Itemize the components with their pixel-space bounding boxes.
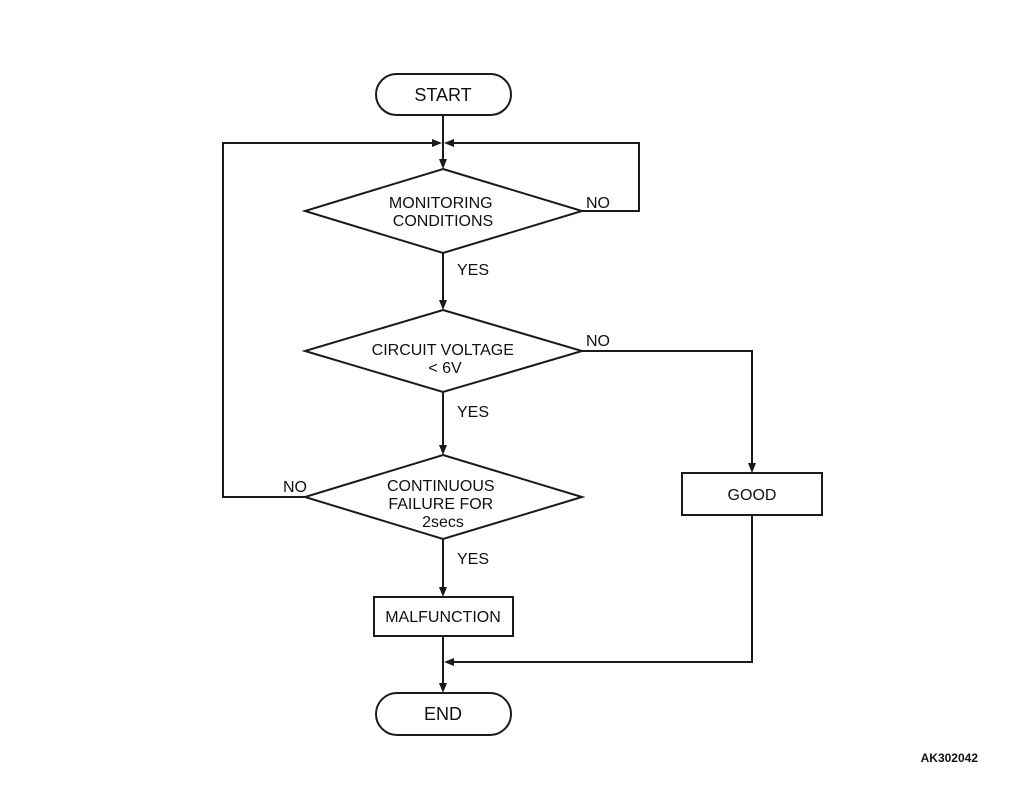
continuous-label-line-1: CONTINUOUS	[387, 478, 495, 495]
voltage-label-line-1: CIRCUIT VOLTAGE	[372, 342, 514, 359]
monitoring-in-arrowhead	[439, 159, 447, 169]
figure-code: AK302042	[921, 751, 979, 765]
end-label: END	[424, 704, 462, 724]
monitoring-label-line-2: CONDITIONS	[393, 213, 493, 230]
monitoring-no-label: NO	[586, 195, 610, 212]
continuous-no-arrowhead	[432, 139, 442, 147]
continuous-no-loop-line	[222, 142, 434, 498]
continuous-label-line-2: FAILURE FOR	[388, 496, 493, 513]
continuous-yes-label: YES	[457, 551, 489, 568]
continuous-no-label: NO	[283, 479, 307, 496]
malfunction-box	[373, 596, 514, 637]
continuous-label-line-3: 2secs	[422, 514, 464, 531]
end-terminal	[375, 692, 512, 736]
voltage-in-arrowhead	[439, 300, 447, 310]
end-in-arrowhead	[439, 683, 447, 693]
malfunction-label: MALFUNCTION	[385, 609, 501, 626]
voltage-yes-label: YES	[457, 404, 489, 421]
good-in-arrowhead	[748, 463, 756, 473]
voltage-label-line-2: < 6V	[428, 360, 462, 377]
continuous-label: CONTINUOUS FAILURE FOR 2secs	[387, 478, 499, 531]
monitoring-label-line-1: MONITORING	[389, 195, 493, 212]
good-label: GOOD	[728, 487, 777, 504]
start-label: START	[414, 85, 471, 105]
voltage-label: CIRCUIT VOLTAGE < 6V	[372, 342, 519, 377]
monitoring-no-arrowhead	[444, 139, 454, 147]
voltage-no-line	[582, 350, 753, 465]
good-merge-arrowhead	[444, 658, 454, 666]
continuous-in-arrowhead	[439, 445, 447, 455]
monitoring-no-loop-line	[452, 142, 640, 212]
monitoring-label: MONITORING CONDITIONS	[389, 195, 497, 230]
voltage-no-label: NO	[586, 333, 610, 350]
monitoring-yes-label: YES	[457, 262, 489, 279]
good-to-end-line	[452, 515, 753, 663]
malfunction-in-arrowhead	[439, 587, 447, 597]
